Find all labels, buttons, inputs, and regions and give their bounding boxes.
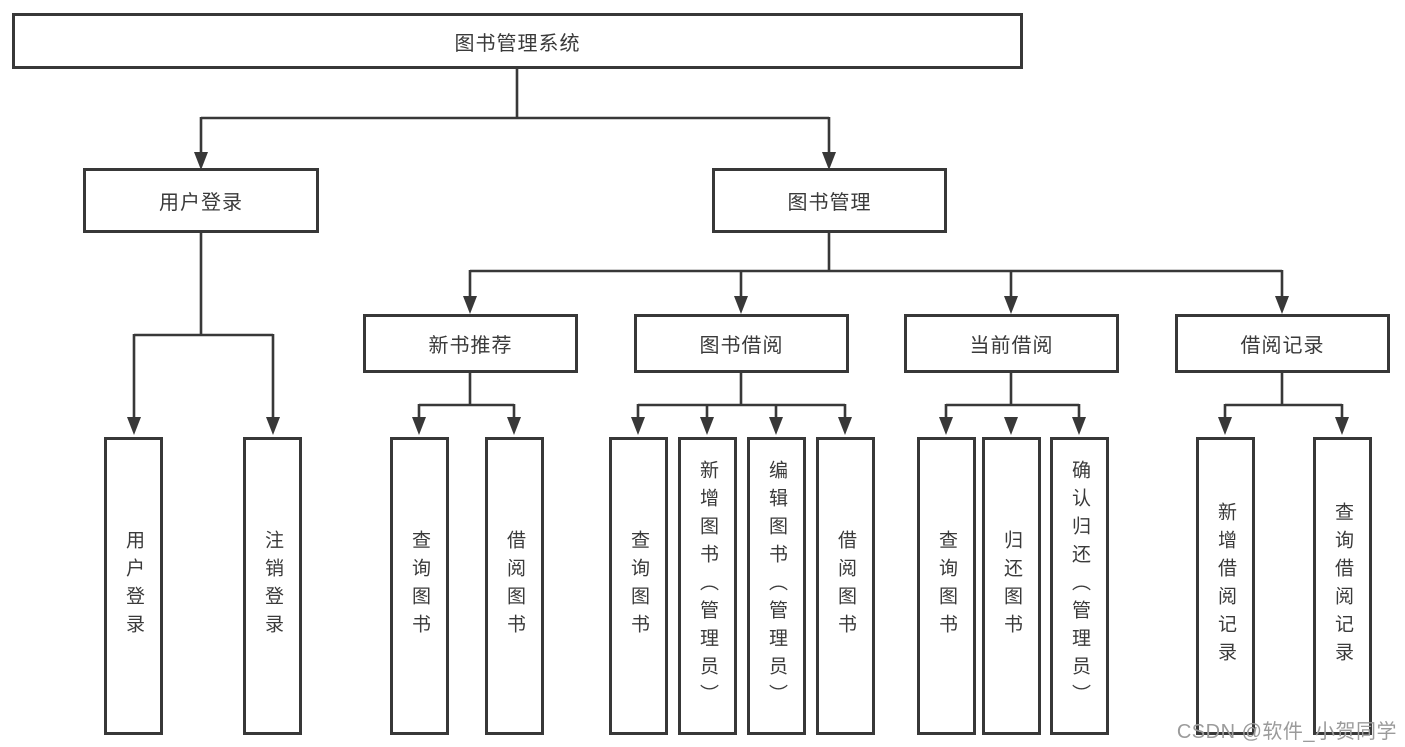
node-leaf-edit-book-admin: 编辑图书（管理员）: [747, 437, 806, 735]
csdn-watermark: CSDN @软件_小贺同学: [1176, 721, 1397, 743]
node-leaf-query-books-recommend: 查询图书: [390, 437, 449, 735]
arrow-down-icon: [1335, 417, 1349, 435]
node-label: 新增图书（管理员）: [697, 460, 718, 712]
node-leaf-return-book: 归还图书: [982, 437, 1041, 735]
node-label: 编辑图书（管理员）: [766, 460, 787, 712]
arrow-down-icon: [507, 417, 521, 435]
arrow-down-icon: [939, 417, 953, 435]
arrow-down-icon: [1218, 417, 1232, 435]
node-label: 查询图书: [628, 530, 649, 642]
node-label: 归还图书: [1001, 530, 1022, 642]
node-leaf-add-book-admin: 新增图书（管理员）: [678, 437, 737, 735]
arrow-down-icon: [631, 417, 645, 435]
node-label: 查询图书: [936, 530, 957, 642]
node-leaf-query-borrow-record: 查询借阅记录: [1313, 437, 1372, 735]
node-label: 注销登录: [262, 530, 283, 642]
node-leaf-query-books-borrow: 查询图书: [609, 437, 668, 735]
node-leaf-confirm-return-admin: 确认归还（管理员）: [1050, 437, 1109, 735]
node-label: 查询图书: [409, 530, 430, 642]
node-current-borrow: 当前借阅: [904, 314, 1119, 373]
arrow-down-icon: [734, 296, 748, 314]
node-book-borrow: 图书借阅: [634, 314, 849, 373]
node-label: 确认归还（管理员）: [1069, 460, 1090, 712]
arrow-down-icon: [700, 417, 714, 435]
arrow-down-icon: [838, 417, 852, 435]
node-label: 借阅图书: [835, 530, 856, 642]
arrow-down-icon: [1004, 417, 1018, 435]
node-new-book-recommend: 新书推荐: [363, 314, 578, 373]
node-label: 用户登录: [159, 192, 243, 214]
node-label: 图书借阅: [699, 335, 784, 357]
arrow-down-icon: [463, 296, 477, 314]
node-borrow-records: 借阅记录: [1175, 314, 1390, 373]
node-leaf-query-books-current: 查询图书: [917, 437, 976, 735]
arrow-down-icon: [1072, 417, 1086, 435]
node-label: 新书推荐: [428, 335, 513, 357]
node-label: 当前借阅: [969, 335, 1054, 357]
node-leaf-add-borrow-record: 新增借阅记录: [1196, 437, 1255, 735]
node-label: 新增借阅记录: [1215, 502, 1236, 670]
arrow-down-icon: [769, 417, 783, 435]
node-leaf-logout: 注销登录: [243, 437, 302, 735]
node-label: 查询借阅记录: [1332, 502, 1353, 670]
node-label: 图书管理: [787, 192, 872, 214]
node-leaf-borrow-books: 借阅图书: [816, 437, 875, 735]
node-label: 借阅记录: [1240, 335, 1325, 357]
node-label: 借阅图书: [504, 530, 525, 642]
node-leaf-user-login: 用户登录: [104, 437, 163, 735]
arrow-down-icon: [127, 417, 141, 435]
node-label: 用户登录: [123, 530, 144, 642]
node-user-login: 用户登录: [83, 168, 319, 233]
arrow-down-icon: [412, 417, 426, 435]
node-library-system: 图书管理系统: [12, 13, 1023, 69]
arrow-down-icon: [1004, 296, 1018, 314]
node-leaf-borrow-books-recommend: 借阅图书: [485, 437, 544, 735]
node-book-management: 图书管理: [712, 168, 947, 233]
node-label: 图书管理系统: [454, 32, 581, 55]
arrow-down-icon: [266, 417, 280, 435]
arrow-down-icon: [1275, 296, 1289, 314]
